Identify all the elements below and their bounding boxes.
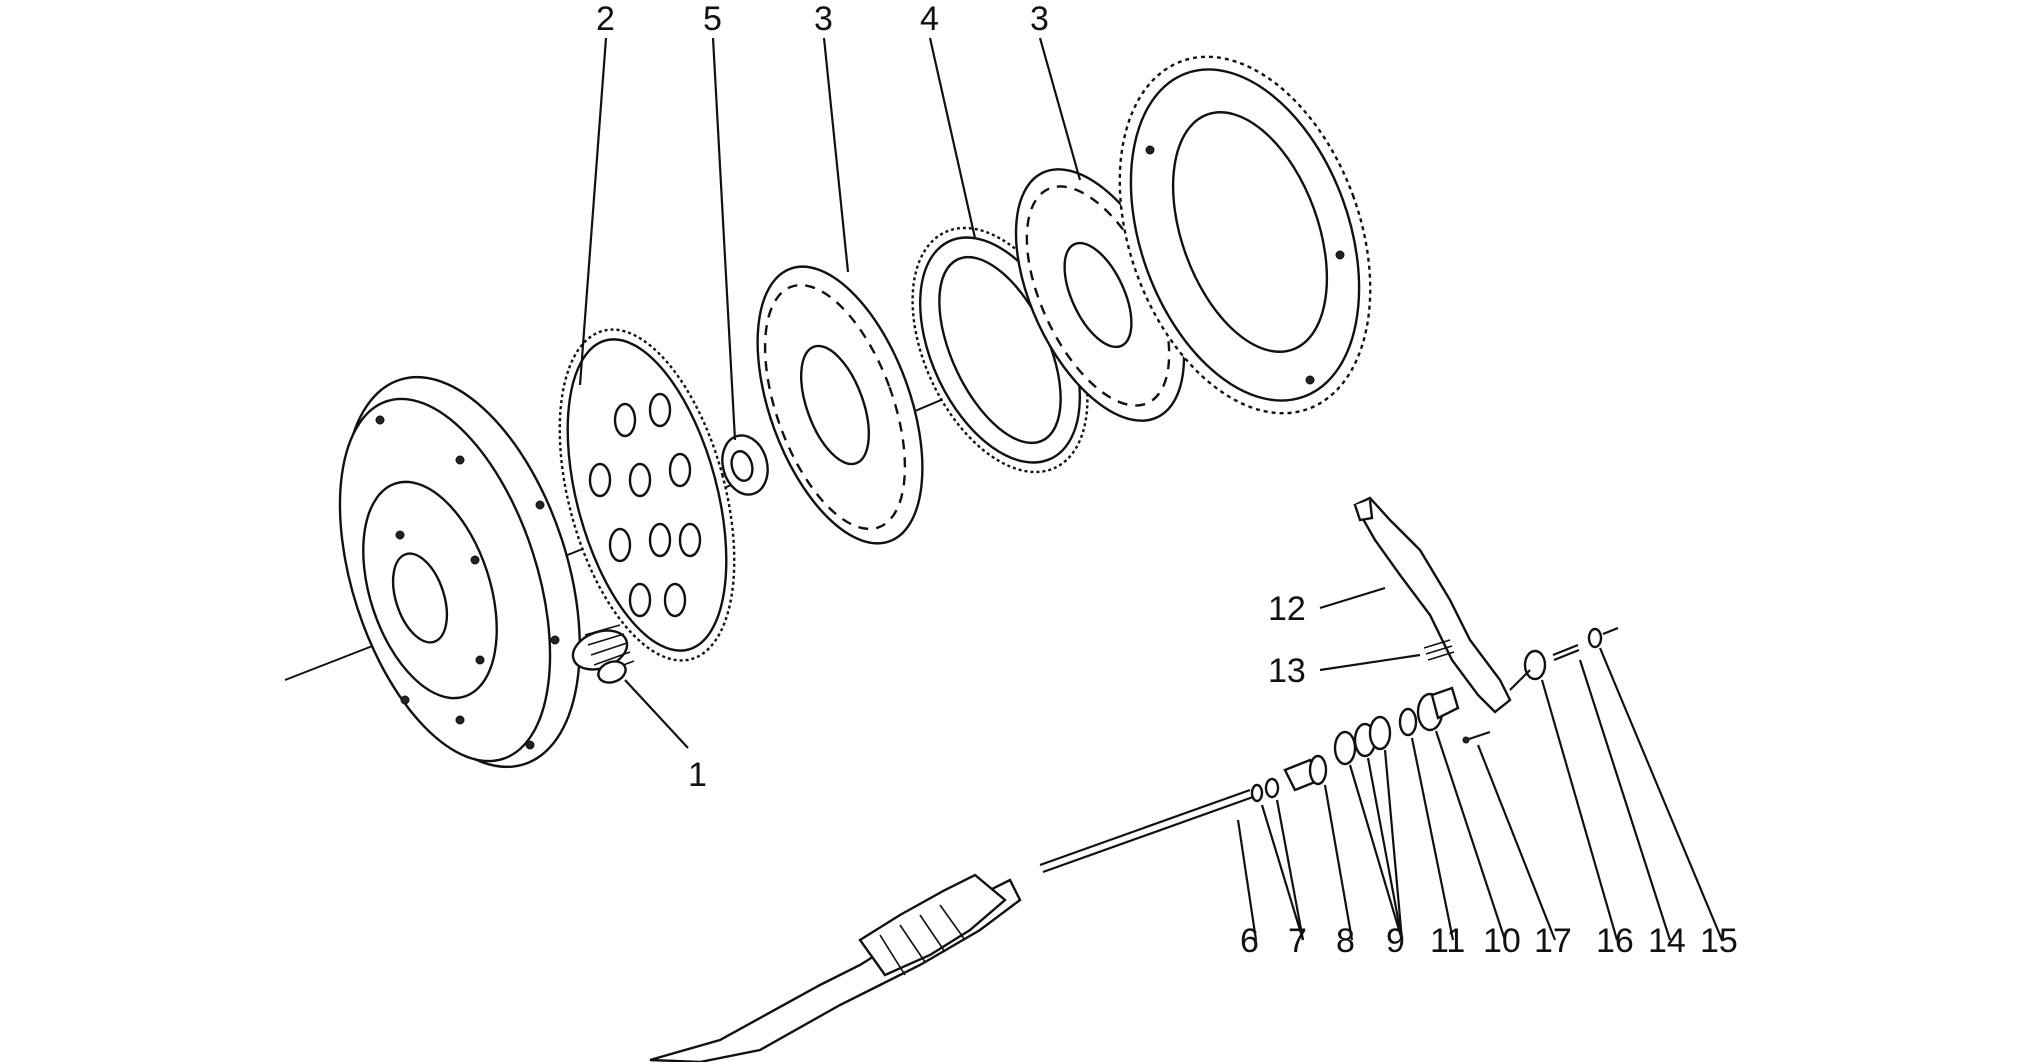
lever-part-12	[1353, 496, 1512, 714]
callout-labels: 2 5 3 4 3 1 12 13 6 7 8 9 11 10 17 16 14…	[596, 0, 1738, 960]
callout-3-right: 3	[1030, 0, 1049, 38]
callout-11: 11	[1430, 922, 1465, 960]
callout-4: 4	[920, 0, 939, 38]
hub-part-5	[721, 434, 769, 496]
pin-part-14	[1552, 643, 1580, 662]
pin-part-17	[1462, 730, 1491, 744]
callout-10: 10	[1483, 922, 1521, 960]
o-ring-part-11	[1398, 707, 1418, 737]
callout-1: 1	[688, 756, 707, 794]
flywheel-housing	[338, 375, 581, 769]
callout-7: 7	[1288, 922, 1307, 960]
clip-part-15	[1587, 626, 1619, 649]
drive-plate-part-2	[558, 328, 736, 662]
ring-gear	[1118, 55, 1372, 415]
roller-part-16	[1509, 649, 1547, 691]
callout-14: 14	[1648, 922, 1686, 960]
piston-part-10	[1416, 686, 1460, 732]
main-shaft	[649, 777, 1280, 1062]
friction-disk-part-3-left	[756, 265, 924, 545]
leader-lines	[578, 37, 1724, 941]
callout-3-left: 3	[814, 0, 833, 38]
callout-9: 9	[1386, 922, 1405, 960]
callout-16: 16	[1596, 922, 1634, 960]
push-rod-part-8	[1283, 754, 1328, 792]
callout-5: 5	[703, 0, 722, 38]
washers-part-9	[1333, 715, 1392, 766]
callout-2: 2	[596, 0, 615, 38]
callout-13: 13	[1268, 652, 1306, 690]
callout-8: 8	[1336, 922, 1355, 960]
callout-17: 17	[1534, 922, 1572, 960]
callout-12: 12	[1268, 590, 1306, 628]
spring-part-1	[571, 624, 635, 684]
callout-15: 15	[1700, 922, 1738, 960]
callout-6: 6	[1240, 922, 1259, 960]
spring-part-13	[1423, 639, 1455, 661]
